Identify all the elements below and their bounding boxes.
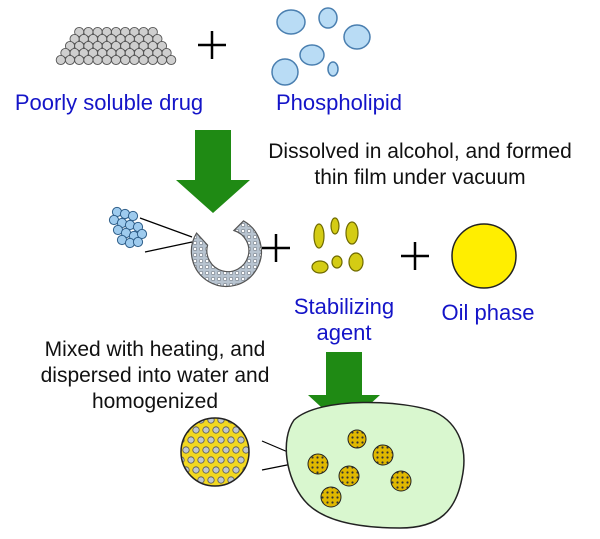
thin-film-icon <box>190 220 262 288</box>
drug-phospholipid-complex-icon <box>108 206 193 253</box>
stabilizing-agent-icon <box>311 217 364 274</box>
drug-particles-icon <box>55 26 177 66</box>
step2-label-line2: dispersed into water and <box>40 364 270 387</box>
phospholipid-icon <box>271 7 371 86</box>
step2-label-line1: Mixed with heating, and <box>44 338 266 361</box>
plus-icon <box>198 31 226 59</box>
stabilizer-label-line2: agent <box>316 320 372 345</box>
nanoemulsion-droplet-detail-icon <box>180 417 303 487</box>
plus-icon <box>401 242 429 270</box>
emulsion-droplets-icon <box>307 429 412 508</box>
step2-label-line3: homogenized <box>91 390 219 413</box>
oil-phase-label: Oil phase <box>441 300 535 325</box>
step1-label-line2: thin film under vacuum <box>314 166 526 189</box>
drug-label: Poorly soluble drug <box>14 90 204 115</box>
phospholipid-label: Phospholipid <box>276 90 402 115</box>
step1-label-line1: Dissolved in alcohol, and formed <box>268 140 572 163</box>
plus-icon <box>262 234 290 262</box>
oil-phase-icon <box>451 223 517 289</box>
process-arrow-1 <box>176 130 250 213</box>
stabilizer-label-line1: Stabilizing <box>293 294 395 319</box>
